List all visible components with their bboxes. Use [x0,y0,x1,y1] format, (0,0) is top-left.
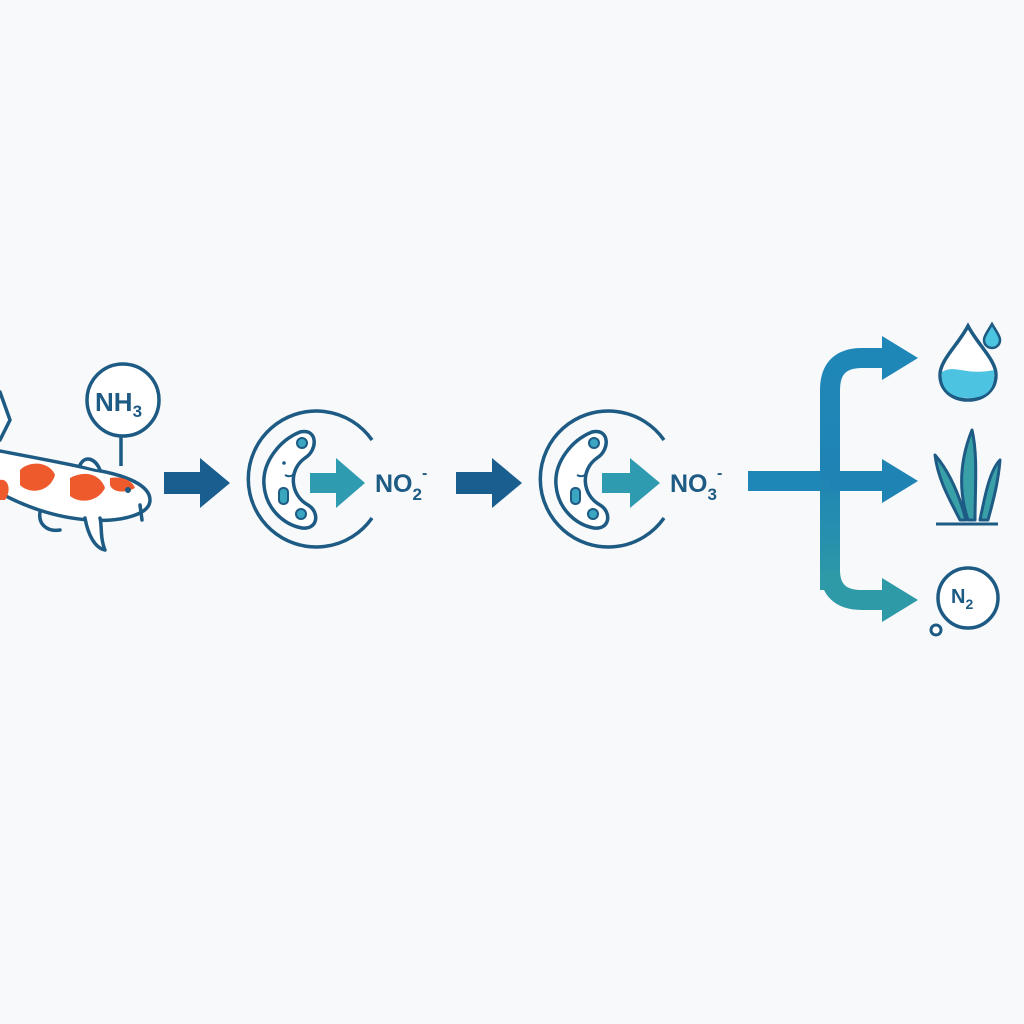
conversion-arrow-2 [602,458,660,508]
nitrite-subscript: 2 [413,485,422,504]
flow-arrow-2 [456,458,522,508]
ammonia-label: NH [95,387,133,417]
svg-text:N2: N2 [951,586,973,612]
nitrate-label: NO [670,470,708,498]
flow-arrow-1 [164,458,230,508]
nitrobacter-stage: NO3- [538,409,722,549]
nitrogen-gas-subscript: 2 [965,596,973,612]
bacteria-icon [554,429,610,530]
svg-text:NO3-: NO3- [670,465,722,504]
nitrosomonas-stage: NO2- [246,409,427,549]
svg-text:NO2-: NO2- [375,465,427,504]
arrowhead-gas [882,578,918,622]
nitrite-charge: - [422,465,427,482]
arrowhead-water [882,336,918,380]
nitrate-subscript: 3 [708,485,717,504]
conversion-arrow-1 [310,458,365,508]
koi-fish-icon [0,390,152,552]
ammonia-subscript: 3 [133,402,142,421]
ammonia-node: NH3 [85,362,161,466]
arrowhead-plant [882,459,918,503]
branch-arrows [748,336,918,622]
water-drop-icon [938,321,1002,402]
svg-text:NH3: NH3 [95,387,142,421]
bacteria-icon [262,429,318,530]
aquatic-plant-icon [933,428,1002,526]
nitrogen-gas-label: N [951,586,965,608]
gas-bubble-icon: N2 [929,566,1000,637]
nitrate-charge: - [717,465,722,482]
nitrite-label: NO [375,470,413,498]
